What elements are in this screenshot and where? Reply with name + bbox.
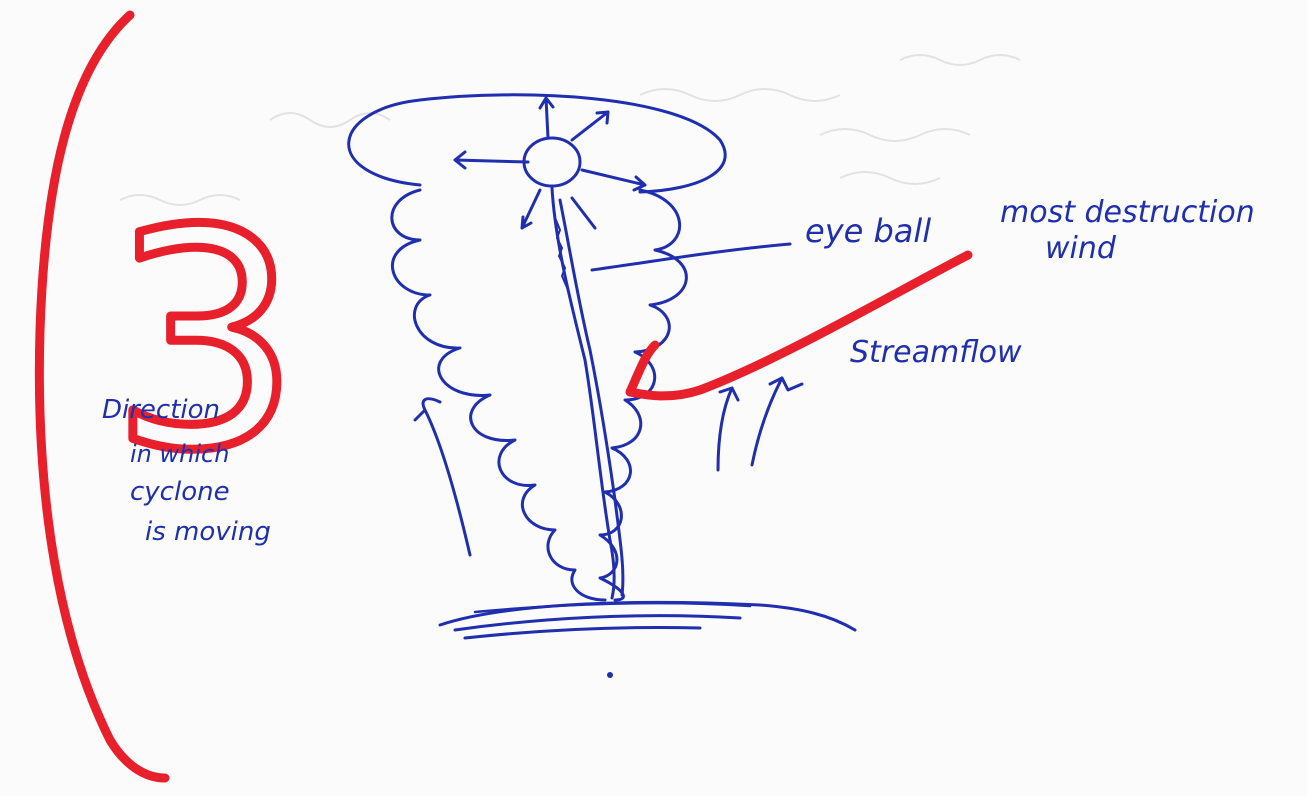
direction-arrow-left [415, 399, 470, 555]
label-wind: wind [1045, 231, 1117, 266]
stream-arrow-2 [752, 378, 802, 465]
label-direction-3: cyclone [130, 477, 230, 507]
eye-leader [592, 244, 790, 270]
cyclone-drawing [349, 95, 855, 678]
label-direction-1: Direction [102, 395, 220, 425]
label-eye-ball: eye ball [805, 212, 931, 250]
label-direction-4: is moving [145, 517, 271, 547]
eye [524, 138, 580, 186]
stream-arrow-1 [718, 388, 738, 470]
red-arrow [630, 255, 968, 396]
label-most-destruction: most destruction [1000, 195, 1255, 230]
label-direction-2: in which [130, 440, 229, 468]
funnel-left [392, 190, 605, 600]
label-streamflow: Streamflow [850, 335, 1022, 370]
